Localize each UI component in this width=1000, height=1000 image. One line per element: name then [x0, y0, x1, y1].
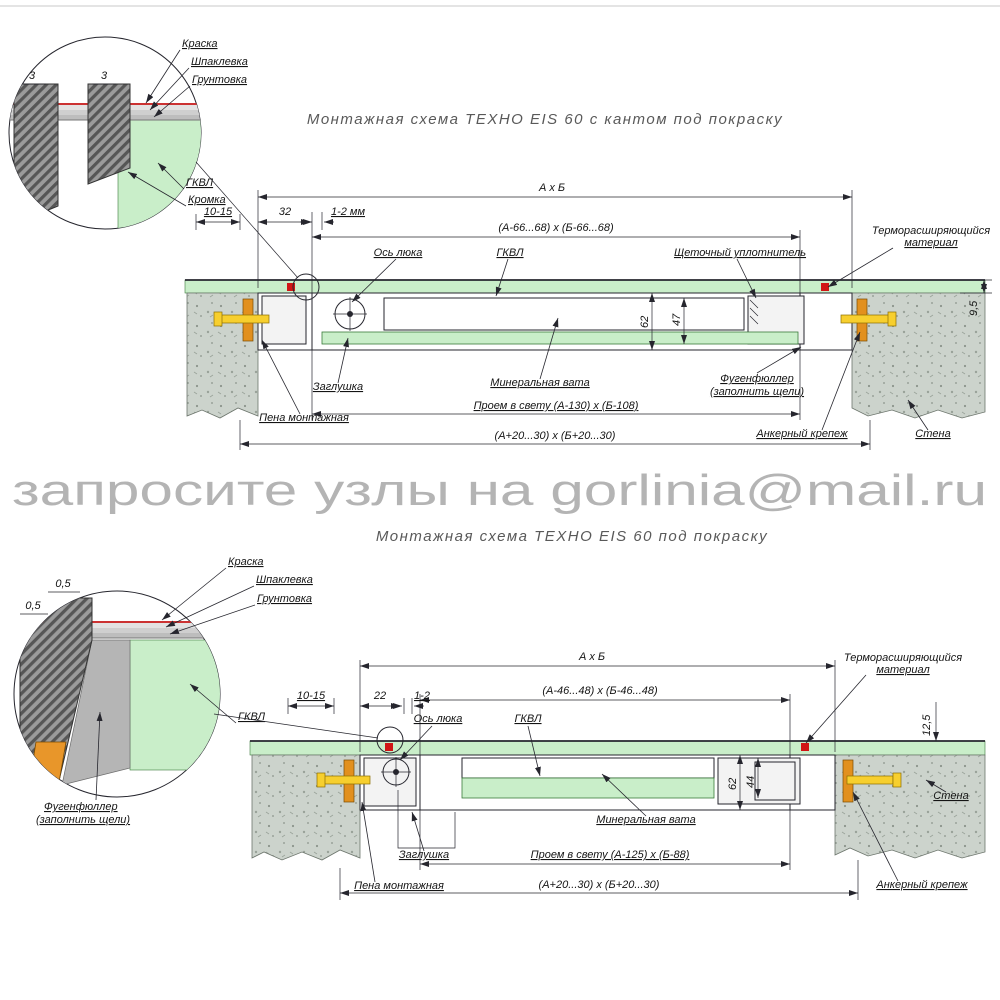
scheme2-wall-label: Стена — [933, 790, 968, 802]
scheme1-detail-marker-circle — [292, 273, 320, 301]
scheme1-thermo-label-1: Терморасширяющийся — [872, 225, 990, 237]
scheme1-fugen-label-2: (заполнить щели) — [710, 386, 804, 398]
scheme1-anchor-label: Анкерный крепеж — [755, 428, 848, 440]
scheme1-right-anchor — [840, 298, 897, 342]
scheme1-dimensions: А х Б (А-66...68) х (Б-66...68) 10-15 32… — [195, 182, 992, 450]
detail1-paint-label: Краска — [182, 38, 218, 50]
scheme2-right-seal — [801, 743, 809, 751]
scheme2-mineral-wool-panel — [461, 757, 715, 779]
scheme1-dim-joint: 1-2 мм — [331, 206, 365, 218]
scheme2-title: Монтажная схема ТЕХНО EIS 60 под покраск… — [376, 528, 768, 545]
scheme2-thermo-label-2: материал — [876, 664, 929, 676]
detail2-fugen-label-1: Фугенфюллер — [44, 801, 118, 813]
scheme1-dim-board-thickness: 9,5 — [968, 300, 980, 316]
detail2-putty-label: Шпаклевка — [256, 574, 313, 586]
scheme2-detail-view: 0,5 0,5 Краска Шпаклевка Грунтовка ГКВЛ … — [13, 556, 379, 826]
scheme2-plug-label: Заглушка — [399, 849, 449, 861]
detail1-dim-right: 3 — [101, 70, 108, 82]
scheme2-callouts: Ось люка ГКВЛ Терморасширяющийся материа… — [354, 652, 969, 892]
scheme1-mineral-wool-label: Минеральная вата — [490, 377, 589, 389]
detail2-primer-label: Грунтовка — [257, 593, 312, 605]
scheme1-fugen-label-1: Фугенфюллер — [720, 373, 794, 385]
scheme2-anchor-label: Анкерный крепеж — [875, 879, 968, 891]
scheme2-right-wall — [834, 754, 986, 859]
scheme1-dim-frame-outer: (А-66...68) х (Б-66...68) — [498, 222, 614, 234]
detail1-putty-label: Шпаклевка — [191, 56, 248, 68]
detail2-fugen-filler — [61, 639, 131, 786]
scheme2-dim-h-frame: 62 — [727, 778, 739, 790]
scheme2-door-gkvl-face — [461, 777, 715, 799]
scheme1-dim-overall: А х Б — [538, 182, 565, 194]
scheme2-left-anchor — [316, 759, 371, 803]
scheme2-dim-wall-gap: 10-15 — [297, 690, 326, 702]
scheme1-dim-offset: 32 — [279, 206, 291, 218]
scheme1-title: Монтажная схема ТЕХНО EIS 60 с кантом по… — [307, 111, 783, 128]
scheme2-dim-board-thickness: 12,5 — [921, 714, 933, 736]
detail2-gkvl-label: ГКВЛ — [238, 711, 266, 723]
detail1-primer-label: Грунтовка — [192, 74, 247, 86]
scheme2-dim-joint: 1-2 — [414, 690, 430, 702]
detail2-callout-line — [213, 713, 379, 739]
scheme2: Монтажная схема ТЕХНО EIS 60 под покраск… — [13, 528, 986, 900]
scheme1-mineral-wool-panel — [383, 297, 745, 331]
scheme1-dim-wall-gap: 10-15 — [204, 206, 233, 218]
scheme2-mineral-wool-label: Минеральная вата — [596, 814, 695, 826]
scheme1-plug-label: Заглушка — [313, 381, 363, 393]
detail2-gkvl-board — [129, 639, 220, 771]
scheme2-dim-clear-opening: Проем в свету (А-125) х (Б-88) — [531, 849, 690, 861]
detail1-callout-line — [195, 161, 299, 279]
scheme1-section — [184, 273, 986, 419]
scheme1-callouts: Ось люка ГКВЛ Щеточный уплотнитель Термо… — [259, 225, 990, 440]
scheme2-plug-bracket — [397, 790, 456, 849]
scheme2-thermo-label-1: Терморасширяющийся — [844, 652, 962, 664]
scheme2-detail-marker-circle — [376, 726, 404, 754]
scheme2-hinge-axis — [381, 757, 456, 849]
scheme1-wall-label: Стена — [915, 428, 950, 440]
detail1-frame-profile — [13, 83, 59, 225]
scheme1-dim-rough-opening: (А+20...30) х (Б+20...30) — [495, 430, 616, 442]
scheme2-dim-offset: 22 — [373, 690, 386, 702]
scheme2-left-seal — [385, 743, 393, 751]
scheme1-brush-seal-label: Щеточный уплотнитель — [674, 247, 806, 259]
scheme1-dim-h-door: 47 — [671, 313, 683, 326]
scheme2-gkvl-label: ГКВЛ — [514, 713, 542, 725]
scheme2-dim-h-door: 44 — [745, 776, 757, 788]
scheme1-gkvl-label: ГКВЛ — [496, 247, 524, 259]
detail2-foam-wedge — [29, 741, 67, 789]
scheme1: Монтажная схема ТЕХНО EIS 60 с кантом по… — [8, 36, 992, 450]
scheme1-left-seal — [287, 283, 295, 291]
scheme1-detail-view: 3 3 Краска Шпаклевка Грунтовка ГКВЛ Кром… — [8, 36, 299, 279]
scheme2-left-profile — [363, 757, 417, 807]
scheme1-door-gkvl-face — [321, 331, 799, 345]
detail2-fugen-label-2: (заполнить щели) — [36, 814, 130, 826]
scheme1-dim-clear-opening: Проем в свету (А-130) х (Б-108) — [474, 400, 639, 412]
scheme1-left-anchor — [213, 298, 270, 342]
scheme2-axis-label: Ось люка — [414, 713, 463, 725]
scheme1-thermo-label-2: материал — [904, 237, 957, 249]
detail2-paint-label: Краска — [228, 556, 264, 568]
scheme1-right-wall — [851, 292, 986, 419]
scheme1-axis-label: Ось люка — [374, 247, 423, 259]
detail2-dim-left: 0,5 — [25, 600, 41, 612]
detail1-edge-label: Кромка — [188, 194, 226, 206]
scheme2-dim-frame-outer: (А-46...48) х (Б-46...48) — [542, 685, 658, 697]
scheme2-dim-rough-opening: (А+20...30) х (Б+20...30) — [539, 879, 660, 891]
scheme1-dim-h-frame: 62 — [639, 316, 651, 328]
detail1-door-profile — [87, 83, 131, 185]
scheme2-right-anchor — [842, 759, 902, 803]
scheme1-right-seal — [821, 283, 829, 291]
watermark-text: запросите узлы на gorlinia@mail.ru — [12, 466, 987, 515]
detail1-dim-left: 3 — [29, 70, 36, 82]
scheme2-foam-label: Пена монтажная — [354, 880, 444, 892]
scheme2-dim-overall: А х Б — [578, 651, 605, 663]
scheme1-foam-label: Пена монтажная — [259, 412, 349, 424]
scheme2-section — [249, 726, 986, 861]
detail1-gkvl-label: ГКВЛ — [186, 177, 214, 189]
scheme1-ceiling-gkvl-band — [184, 279, 986, 294]
detail2-dim-top: 0,5 — [55, 578, 71, 590]
scheme2-dimensions: А х Б (А-46...48) х (Б-46...48) 10-15 22… — [287, 651, 939, 900]
scheme1-brush-seal — [749, 299, 759, 325]
scheme1-hinge-axis — [333, 297, 367, 331]
